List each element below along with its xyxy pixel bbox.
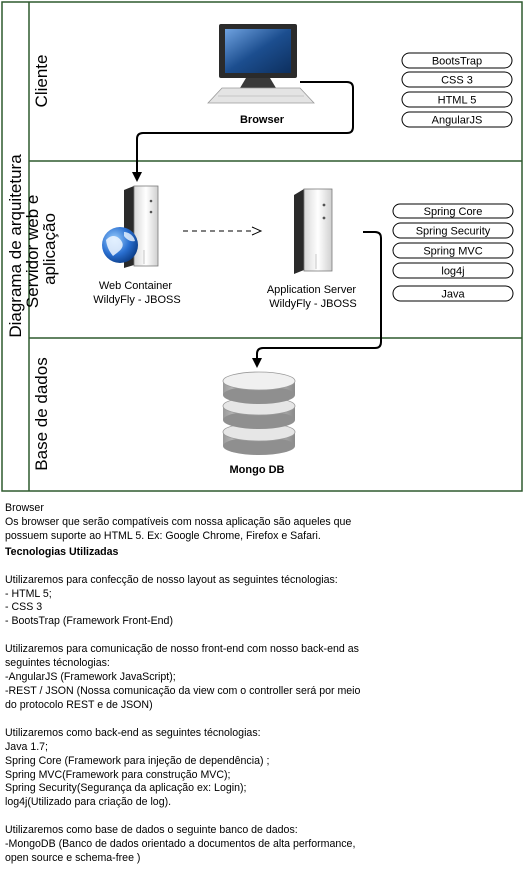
lane-label-cliente: Cliente bbox=[32, 55, 51, 108]
architecture-diagram: Diagrama de arquitetura Cliente Servidor… bbox=[1, 1, 523, 492]
tech-pill-angularjs bbox=[401, 111, 513, 128]
globe-icon bbox=[102, 227, 138, 263]
layout-technologies: Utilizaremos para confecção de nosso lay… bbox=[5, 573, 338, 628]
server-tech-list: Spring Core Spring Security Spring MVC l… bbox=[392, 203, 514, 302]
tech-label-java: Java bbox=[441, 289, 465, 301]
database-technologies: Utilizaremos como base de dados o seguin… bbox=[5, 824, 356, 865]
browser-title: Browser bbox=[5, 502, 44, 514]
database-icon bbox=[222, 371, 296, 455]
lane-label-base-de-dados: Base de dados bbox=[32, 357, 51, 470]
tech-pill-html5 bbox=[401, 91, 513, 108]
tech-pill-bootstrap bbox=[401, 52, 513, 69]
backend-technologies: Utilizaremos como back-end as seguintes … bbox=[5, 726, 270, 809]
client-tech-list: BootsTrap CSS 3 HTML 5 AngularJS bbox=[401, 52, 513, 128]
app-server-label: Application Server WildyFly - JBOSS bbox=[267, 284, 359, 310]
tech-label-css3: CSS 3 bbox=[441, 75, 473, 87]
diagram-title: Diagrama de arquitetura bbox=[6, 154, 25, 338]
tech-pill-spring-security bbox=[392, 222, 514, 239]
server-icon bbox=[294, 188, 333, 274]
monitor-icon bbox=[207, 24, 315, 104]
tech-pill-css3 bbox=[401, 71, 513, 88]
diagram-frame bbox=[1, 1, 523, 492]
tech-label-spring-mvc: Spring MVC bbox=[423, 246, 482, 258]
tech-label-angularjs: AngularJS bbox=[432, 115, 483, 127]
browser-label: Browser bbox=[240, 114, 285, 126]
tech-pill-spring-core bbox=[392, 203, 514, 219]
tech-pill-java bbox=[392, 285, 514, 302]
tech-label-spring-core: Spring Core bbox=[424, 206, 483, 218]
mongo-label: Mongo DB bbox=[230, 464, 285, 476]
dashed-connector-head bbox=[251, 226, 263, 236]
tech-label-log4j: log4j bbox=[441, 266, 464, 278]
lane-label-servidor: Servidor web e aplicação bbox=[23, 190, 59, 308]
communication-technologies: Utilizaremos para comunicação de nosso f… bbox=[5, 643, 361, 711]
web-container-label: Web Container WildyFly - JBOSS bbox=[93, 280, 180, 306]
tech-pill-spring-mvc bbox=[392, 242, 514, 259]
tech-pill-log4j bbox=[392, 262, 514, 279]
tech-label-bootstrap: BootsTrap bbox=[432, 56, 482, 68]
architecture-notes: Browser Os browser que serão compatíveis… bbox=[5, 502, 525, 866]
technologies-title: Tecnologias Utilizadas bbox=[5, 545, 119, 558]
tech-label-html5: HTML 5 bbox=[438, 95, 477, 107]
arrow-browser-to-web-container bbox=[132, 81, 354, 182]
arrow-app-server-to-mongo bbox=[252, 231, 382, 368]
tech-label-spring-security: Spring Security bbox=[416, 226, 491, 238]
browser-description: Os browser que serão compatíveis com nos… bbox=[5, 515, 352, 542]
